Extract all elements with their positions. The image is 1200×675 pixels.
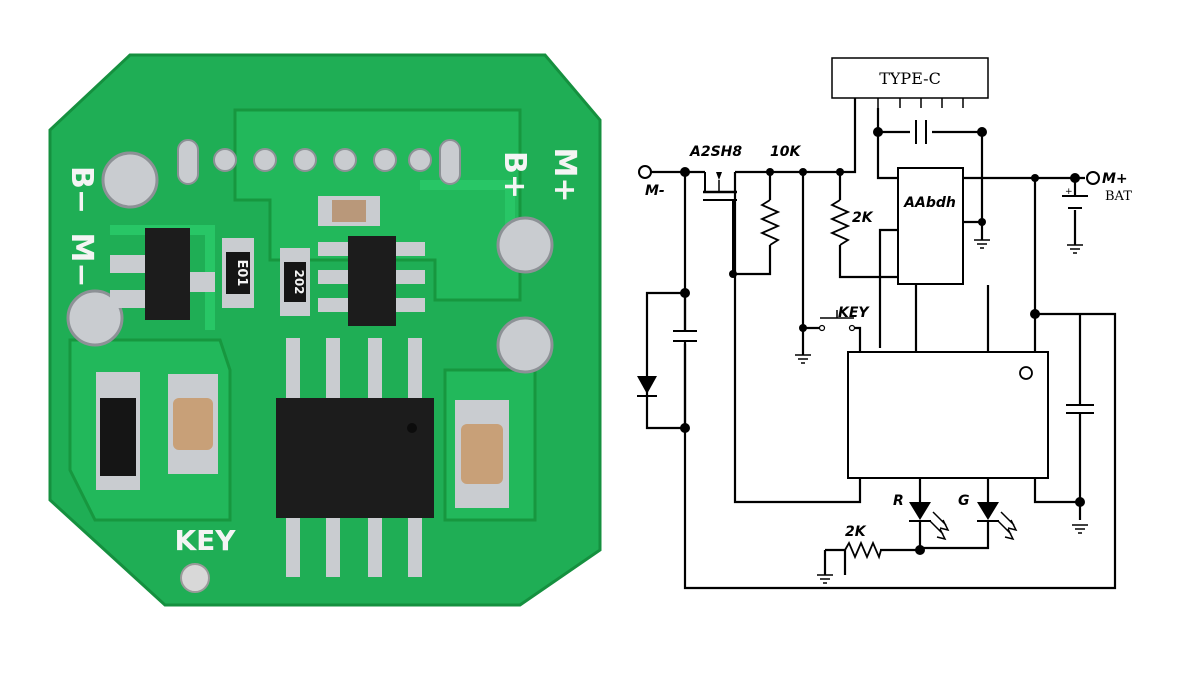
- label-bat: BAT: [1105, 189, 1132, 204]
- schematic: TYPE-C: [637, 57, 1132, 590]
- resistor-e01: E01: [222, 238, 254, 308]
- mounting-hole: [180, 563, 210, 593]
- terminal-m-plus: [1086, 171, 1100, 185]
- resistor-2k-top: [829, 199, 851, 246]
- pad-b-plus: [496, 216, 554, 274]
- wires: [645, 98, 1117, 590]
- header-pins: [213, 148, 432, 172]
- type-c-label: TYPE-C: [879, 69, 941, 88]
- slot-pad: [439, 139, 461, 185]
- ground-right: [1072, 524, 1088, 534]
- pcb-board: E01 202: [48, 53, 602, 607]
- resistor-202: 202: [280, 248, 310, 316]
- svg-text:+: +: [1065, 187, 1073, 197]
- label-10k: 10K: [770, 144, 801, 160]
- label-m-plus: M+: [1102, 171, 1128, 187]
- pad-m-minus: [66, 289, 124, 347]
- label-m-minus: M-: [645, 183, 665, 199]
- resistor-10k: [759, 199, 781, 246]
- capacitor-top: [910, 120, 932, 144]
- ground-bottom: [817, 550, 833, 584]
- battery-symbol: +: [1062, 187, 1088, 254]
- resistor-202-label: 202: [292, 269, 306, 294]
- label-led-r: R: [893, 493, 904, 509]
- ic-sop8: [276, 338, 434, 577]
- ground-key: [795, 354, 811, 364]
- pad-b-minus: [101, 151, 159, 209]
- junction-dots: [680, 127, 1085, 555]
- terminal-m-minus: [638, 165, 652, 179]
- diode-left: [637, 376, 657, 397]
- led-green: [977, 502, 1018, 541]
- pcb-trace: [110, 225, 215, 330]
- key-switch: [818, 310, 856, 332]
- capacitor-left: [168, 374, 218, 474]
- ic-pin1-marker: [1019, 366, 1033, 380]
- led-red: [909, 502, 950, 541]
- label-key: KEY: [838, 305, 870, 321]
- resistor-2k-bottom: [844, 540, 882, 560]
- ic-main-controller: [847, 351, 1049, 479]
- silkscreen-m-plus: M+: [547, 148, 582, 203]
- ic-charger: [318, 236, 425, 326]
- silkscreen-m-minus: M−: [64, 233, 99, 288]
- sot23-mosfet: [110, 228, 215, 320]
- slot-pad: [177, 139, 199, 185]
- label-aabdh: AAbdh: [903, 195, 956, 211]
- ground-ic: [974, 239, 990, 249]
- ic-aabdh: [897, 167, 964, 285]
- capacitor-right: [455, 400, 509, 508]
- diode-smd: [96, 372, 140, 490]
- type-c-connector: TYPE-C: [831, 57, 989, 108]
- resistor-e01-label: E01: [234, 260, 249, 287]
- capacitor-top: [318, 196, 380, 226]
- mosfet-a2sh8: [703, 172, 737, 274]
- label-led-g: G: [958, 493, 970, 509]
- label-2k-bottom: 2K: [845, 524, 867, 540]
- label-2k-top: 2K: [852, 210, 874, 226]
- label-a2sh8: A2SH8: [689, 144, 742, 160]
- pad-m-plus: [496, 316, 554, 374]
- capacitor-left: [672, 330, 698, 428]
- silkscreen-b-minus: B−: [64, 166, 99, 214]
- capacitor-right: [1066, 404, 1094, 414]
- silkscreen-key: KEY: [174, 524, 236, 557]
- silkscreen-b-plus: B+: [497, 151, 532, 199]
